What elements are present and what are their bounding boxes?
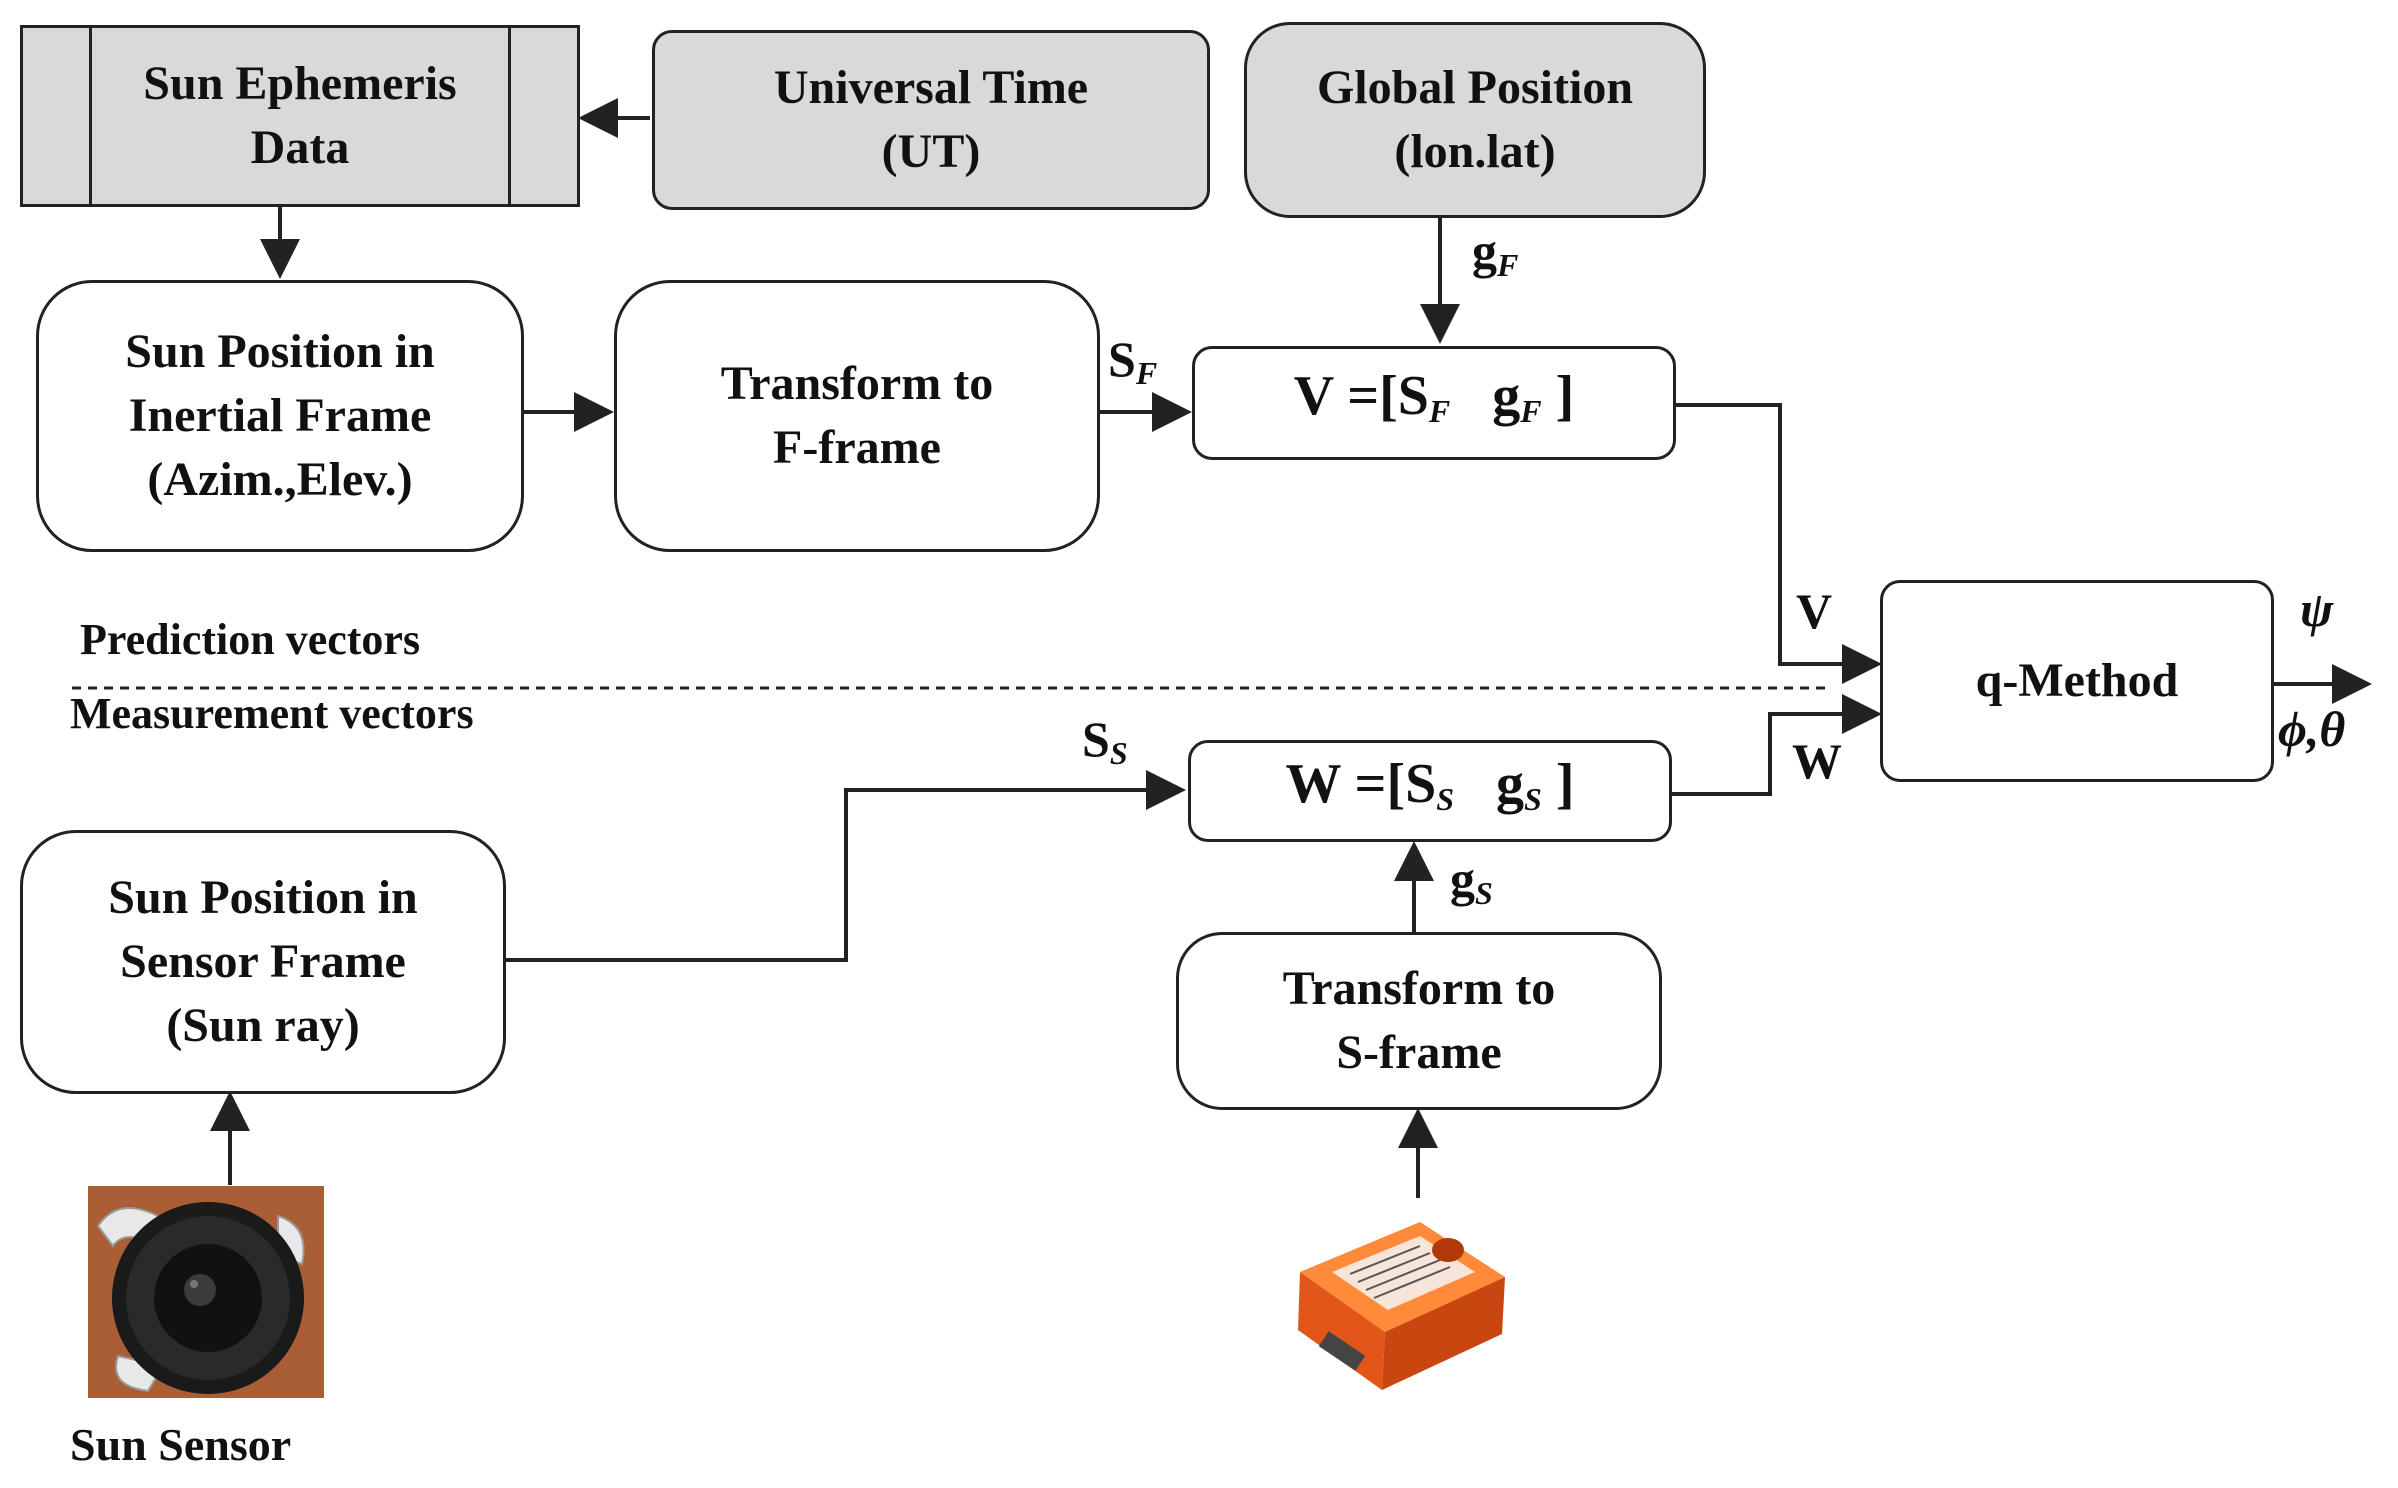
- w-equation: W =[SS gS ]: [1286, 752, 1575, 831]
- edge-label-gS: gS: [1450, 850, 1493, 912]
- w-eq-lhs: W: [1285, 752, 1341, 815]
- sun-position-sensor-frame-node: Sun Position in Sensor Frame (Sun ray): [20, 830, 506, 1094]
- ut-line-2: (UT): [881, 125, 981, 178]
- sensor-frame-line-2: Sensor Frame: [120, 935, 406, 988]
- prediction-vectors-label: Prediction vectors: [80, 615, 421, 664]
- sensor-frame-line-3: (Sun ray): [166, 999, 360, 1052]
- w-eq-sign: =: [1354, 752, 1387, 815]
- inertial-line-1: Sun Position in: [125, 325, 435, 378]
- SF-sub: F: [1135, 355, 1158, 391]
- gp-line-1: Global Position: [1316, 61, 1634, 114]
- global-position-node: Global Position (lon.lat): [1244, 22, 1706, 218]
- edge-label-W: W: [1792, 733, 1842, 789]
- gF-sub: F: [1497, 247, 1519, 283]
- edge-label-V: V: [1796, 583, 1833, 639]
- q-method-label: q-Method: [1975, 654, 2179, 707]
- transform-f-line-1: Transform to: [720, 357, 994, 410]
- w-eq-g-sub: S: [1524, 780, 1542, 817]
- imu-device-photo-icon: [1298, 1222, 1505, 1390]
- v-eq-open: [S: [1379, 364, 1429, 427]
- ephemeris-line-1: Sun Ephemeris: [143, 57, 457, 110]
- w-eq-s-sub: S: [1436, 780, 1455, 817]
- sun-sensor-photo-icon: [88, 1186, 324, 1398]
- arrow-sun-sensor-frame-to-w: [506, 770, 1186, 962]
- sun-ephemeris-data-node: Sun Ephemeris Data: [20, 25, 580, 207]
- Ss-main: S: [1082, 711, 1110, 767]
- v-eq-close: ]: [1555, 364, 1575, 427]
- v-eq-g-sub: F: [1520, 392, 1542, 429]
- ephemeris-right-bar: [508, 28, 511, 204]
- gS-sub: S: [1475, 875, 1493, 911]
- sensor-frame-line-1: Sun Position in: [108, 871, 418, 924]
- gS-main: g: [1450, 851, 1475, 907]
- SF-main: S: [1108, 331, 1136, 387]
- inertial-line-2: Inertial Frame: [128, 389, 432, 442]
- v-eq-lhs: V: [1293, 364, 1334, 427]
- transform-to-s-frame-node: Transform to S-frame: [1176, 932, 1662, 1110]
- edge-label-Ss: SS: [1082, 710, 1128, 772]
- sun-sensor-caption: Sun Sensor: [70, 1419, 292, 1470]
- universal-time-node: Universal Time (UT): [652, 30, 1210, 210]
- sun-position-inertial-node: Sun Position in Inertial Frame (Azim.,El…: [36, 280, 524, 552]
- measurement-vectors-label: Measurement vectors: [70, 689, 474, 738]
- w-eq-g: g: [1496, 752, 1525, 815]
- edge-label-SF: SF: [1108, 330, 1157, 392]
- v-eq-sign: =: [1347, 364, 1380, 427]
- arrow-v-to-q-method: [1676, 403, 1882, 684]
- w-eq-open: [S: [1386, 752, 1437, 815]
- transform-f-line-2: F-frame: [773, 421, 941, 474]
- w-eq-close: ]: [1555, 752, 1575, 815]
- gF-main: g: [1472, 223, 1497, 279]
- output-label-phi-theta: ϕ,θ: [2278, 701, 2346, 757]
- ut-line-1: Universal Time: [773, 61, 1089, 114]
- arrow-w-to-q-method: [1672, 694, 1882, 796]
- v-eq-s-sub: F: [1428, 392, 1451, 429]
- gp-line-2: (lon.lat): [1394, 125, 1556, 178]
- inertial-line-3: (Azim.,Elev.): [147, 453, 413, 506]
- ephemeris-left-bar: [89, 28, 92, 204]
- v-eq-g: g: [1492, 364, 1521, 427]
- transform-s-line-1: Transform to: [1282, 962, 1556, 1015]
- transform-to-f-frame-node: Transform to F-frame: [614, 280, 1100, 552]
- v-vector-node: V =[SF gF ]: [1192, 346, 1676, 460]
- transform-s-line-2: S-frame: [1336, 1026, 1502, 1079]
- edge-label-gF: gF: [1472, 222, 1518, 284]
- ephemeris-line-2: Data: [250, 121, 350, 174]
- q-method-node: q-Method: [1880, 580, 2274, 782]
- Ss-sub: S: [1109, 735, 1128, 771]
- output-label-psi: ψ: [2300, 581, 2334, 637]
- v-equation: V =[SF gF ]: [1294, 364, 1575, 443]
- w-vector-node: W =[SS gS ]: [1188, 740, 1672, 842]
